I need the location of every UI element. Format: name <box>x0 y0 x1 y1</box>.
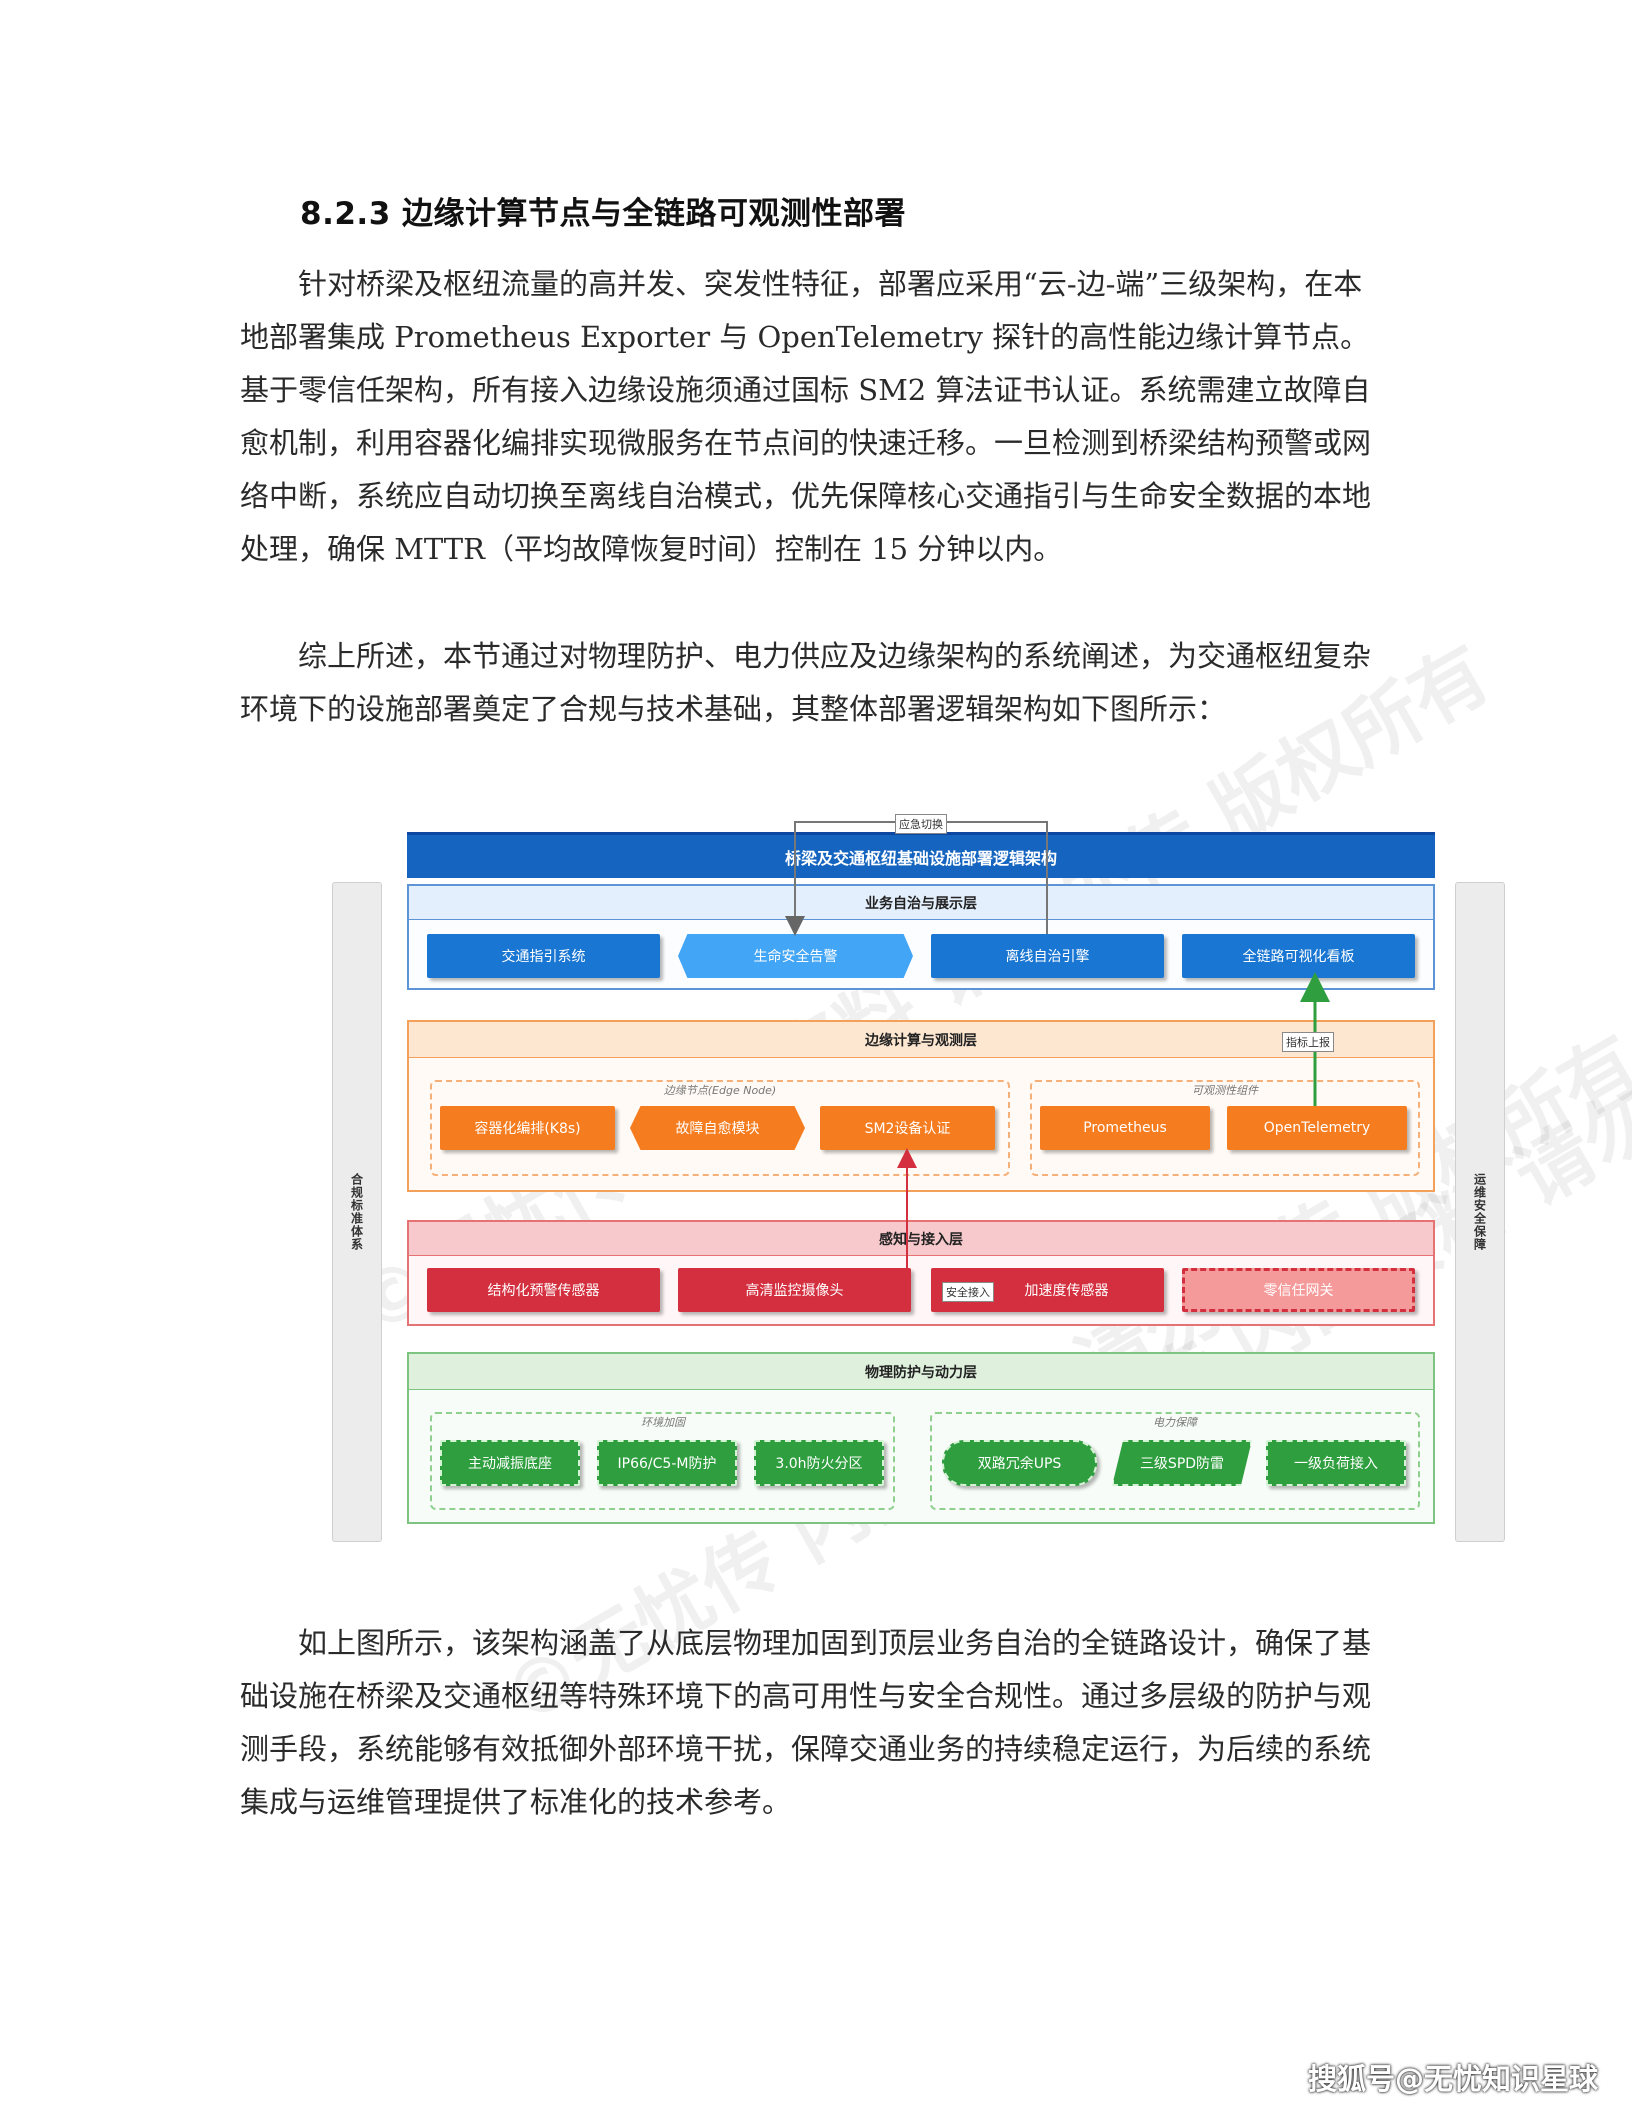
paragraph-3-text: 如上图所示，该架构涵盖了从底层物理加固到顶层业务自治的全链路设计，确保了基础设施… <box>240 1626 1372 1819</box>
edge-layer-title: 边缘计算与观测层 <box>409 1022 1433 1058</box>
sm2-auth-box: SM2设备认证 <box>820 1106 995 1150</box>
spd-lightning-box: 三级SPD防雷 <box>1112 1440 1252 1486</box>
emergency-switch-connector <box>785 821 1048 936</box>
active-damping-base-box: 主动减振底座 <box>440 1440 580 1486</box>
dual-ups-box: 双路冗余UPS <box>942 1440 1097 1486</box>
section-heading: 8.2.3 边缘计算节点与全链路可观测性部署 <box>300 196 907 232</box>
offline-autonomy-engine-box: 离线自治引擎 <box>931 934 1164 978</box>
metrics-report-label: 指标上报 <box>1282 1032 1334 1052</box>
compliance-sidebar: 合规标准体系 <box>332 882 382 1542</box>
life-safety-alert-box: 生命安全告警 <box>678 934 913 978</box>
zero-trust-gateway-box: 零信任网关 <box>1182 1268 1415 1312</box>
footer-watermark: 搜狐号@无忧知识星球 <box>1307 2062 1598 2096</box>
edge-node-group-label: 边缘节点(Edge Node) <box>663 1084 777 1097</box>
observability-dashboard-box: 全链路可视化看板 <box>1182 934 1415 978</box>
opentelemetry-box: OpenTelemetry <box>1227 1106 1407 1150</box>
hd-camera-box: 高清监控摄像头 <box>678 1268 911 1312</box>
diagram-connectors <box>785 821 1330 1290</box>
power-guarantee-group <box>930 1412 1420 1510</box>
paragraph-1-text: 针对桥梁及枢纽流量的高并发、突发性特征，部署应采用“云-边-端”三级架构，在本地… <box>240 267 1372 566</box>
secure-access-label: 安全接入 <box>942 1282 994 1302</box>
sensing-layer-title: 感知与接入层 <box>409 1222 1433 1256</box>
environment-hardening-label: 环境加固 <box>641 1416 685 1429</box>
fire-zone-box: 3.0h防火分区 <box>754 1440 884 1486</box>
paragraph-1: 针对桥梁及枢纽流量的高并发、突发性特征，部署应采用“云-边-端”三级架构，在本地… <box>240 258 1380 576</box>
prometheus-box: Prometheus <box>1040 1106 1210 1150</box>
paragraph-3: 如上图所示，该架构涵盖了从底层物理加固到顶层业务自治的全链路设计，确保了基础设施… <box>240 1617 1380 1829</box>
emergency-switch-label: 应急切换 <box>895 814 947 834</box>
diagram-title: 桥梁及交通枢纽基础设施部署逻辑架构 <box>407 832 1435 878</box>
physical-layer-title: 物理防护与动力层 <box>409 1354 1433 1390</box>
observability-group-label: 可观测性组件 <box>1192 1084 1258 1097</box>
environment-hardening-group <box>430 1412 895 1510</box>
self-healing-module-box: 故障自愈模块 <box>630 1106 805 1150</box>
business-layer-title: 业务自治与展示层 <box>409 886 1433 920</box>
architecture-diagram: ©无忧传 内部资料 请勿外传 版权所有 ©无忧传 内部资料 请勿外传 版权所有 … <box>300 628 1632 1743</box>
compliance-sidebar-label: 合规标准体系 <box>349 1173 364 1251</box>
ip66-protection-box: IP66/C5-M防护 <box>597 1440 737 1486</box>
paragraph-2: 综上所述，本节通过对物理防护、电力供应及边缘架构的系统阐述，为交通枢纽复杂环境下… <box>240 630 1380 736</box>
ops-security-sidebar: 运维安全保障 <box>1455 882 1505 1542</box>
paragraph-2-text: 综上所述，本节通过对物理防护、电力供应及边缘架构的系统阐述，为交通枢纽复杂环境下… <box>240 639 1372 726</box>
edge-node-group <box>430 1080 1010 1176</box>
structural-sensor-box: 结构化预警传感器 <box>427 1268 660 1312</box>
ops-security-sidebar-label: 运维安全保障 <box>1472 1173 1487 1251</box>
observability-group <box>1030 1080 1420 1176</box>
k8s-orchestration-box: 容器化编排(K8s) <box>440 1106 615 1150</box>
traffic-guidance-box: 交通指引系统 <box>427 934 660 978</box>
primary-load-box: 一级负荷接入 <box>1266 1440 1406 1486</box>
power-guarantee-label: 电力保障 <box>1153 1416 1197 1429</box>
accelerometer-box-label: 加速度传感器 <box>1024 1283 1109 1299</box>
